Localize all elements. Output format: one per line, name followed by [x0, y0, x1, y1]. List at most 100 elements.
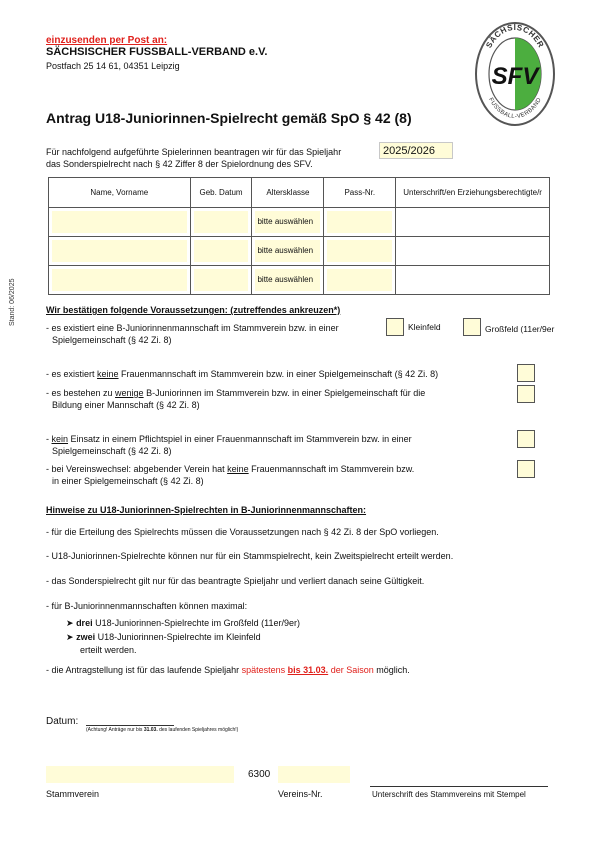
hint-bullet-2-text: U18-Juniorinnen-Spielrechte im Kleinfeld	[95, 632, 261, 642]
arrow-bullet-icon: ➤	[66, 632, 74, 642]
guardian-signature-cell	[395, 265, 550, 295]
age-class-select[interactable]: bitte auswählen	[255, 240, 321, 262]
date-note-date: 31.03.	[143, 727, 158, 733]
hint-5-post: möglich.	[373, 665, 410, 675]
hint-bullet-2-cont: erteilt werden.	[80, 645, 137, 655]
kleinfeld-label: Kleinfeld	[408, 322, 441, 332]
table-row: bitte auswählen	[48, 265, 550, 295]
condition-5-line-2: in einer Spielgemeinschaft (§ 42 Zi. 8)	[52, 476, 204, 486]
hint-5-deadline-a: spätestens	[241, 665, 288, 675]
intro-line-1: Für nachfolgend aufgeführte Spielerinnen…	[46, 147, 342, 157]
hint-5: - die Antragstellung ist für das laufend…	[46, 664, 410, 676]
pass-number-field[interactable]	[327, 211, 393, 233]
date-note-post: des laufenden Spieljahres möglich!)	[157, 727, 239, 733]
date-field[interactable]	[86, 725, 174, 726]
condition-1-line-1: - es existiert eine B-Juniorinnenmannsch…	[46, 323, 339, 333]
hint-bullet-2: ➤ zwei U18-Juniorinnen-Spielrechte im Kl…	[66, 631, 261, 643]
condition-3-pre: - es bestehen zu	[46, 388, 116, 398]
col-header-guardian-signature: Unterschrift/en Erziehungsberechtigte/r	[395, 177, 550, 208]
grossfeld-checkbox[interactable]	[463, 318, 481, 336]
col-header-name: Name, Vorname	[48, 177, 191, 208]
name-field[interactable]	[52, 211, 187, 233]
hint-5-deadline-b: der Saison	[328, 665, 374, 675]
club-number-field[interactable]	[278, 766, 350, 783]
hints-heading: Hinweise zu U18-Juniorinnen-Spielrechten…	[46, 505, 367, 515]
page-title: Antrag U18-Juniorinnen-Spielrecht gemäß …	[46, 110, 412, 126]
col-header-birthdate: Geb. Datum	[189, 177, 253, 208]
date-note: (Achtung! Anträge nur bis 31.03. des lau…	[86, 727, 238, 733]
post-label: einzusenden per Post an:	[46, 35, 168, 46]
condition-5-pre: - bei Vereinswechsel: abgebender Verein …	[46, 464, 228, 474]
club-field[interactable]	[46, 766, 234, 783]
hint-3: - das Sonderspielrecht gilt nur für das …	[46, 576, 425, 586]
hint-bullet-2-bold: zwei	[76, 632, 96, 642]
condition-3-line-2: Bildung einer Mannschaft (§ 42 Zi. 8)	[52, 400, 200, 410]
hint-bullet-1-text: U18-Juniorinnen-Spielrechte im Großfeld …	[92, 618, 300, 628]
date-note-pre: (Achtung! Anträge nur bis	[86, 727, 144, 733]
condition-5: - bei Vereinswechsel: abgebender Verein …	[46, 463, 414, 487]
few-players-checkbox[interactable]	[517, 385, 535, 403]
name-field[interactable]	[52, 240, 187, 262]
club-change-checkbox[interactable]	[517, 460, 535, 478]
player-table: Name, Vorname Geb. Datum Altersklasse Pa…	[48, 177, 550, 295]
birthdate-field[interactable]	[193, 269, 249, 291]
revision-note: Stand: 06/2025	[9, 278, 16, 327]
signature-field[interactable]	[370, 786, 548, 787]
hint-1: - für die Erteilung des Spielrechts müss…	[46, 527, 439, 537]
intro-text: Für nachfolgend aufgeführte Spielerinnen…	[46, 146, 386, 170]
condition-4-line-2: Spielgemeinschaft (§ 42 Zi. 8)	[52, 446, 172, 456]
pass-number-field[interactable]	[327, 269, 393, 291]
condition-2: - es existiert keine Frauenmannschaft im…	[46, 368, 438, 380]
col-header-age-class: Altersklasse	[251, 177, 325, 208]
condition-4-emphasis: kein	[51, 434, 69, 444]
intro-line-2: das Sonderspielrecht nach § 42 Ziffer 8 …	[46, 159, 313, 169]
date-label: Datum:	[46, 716, 79, 727]
condition-5-post: Frauenmannschaft im Stammverein bzw.	[248, 464, 415, 474]
condition-3-emphasis: wenige	[115, 388, 144, 398]
conditions-heading: Wir bestätigen folgende Voraussetzungen:…	[46, 305, 341, 315]
hint-5-deadline-date: bis 31.03.	[287, 665, 329, 675]
birthdate-field[interactable]	[193, 211, 249, 233]
condition-4-post: Einsatz in einem Pflichtspiel in einer F…	[68, 434, 412, 444]
org-address: Postfach 25 14 61, 04351 Leipzig	[46, 61, 180, 71]
condition-2-pre: - es existiert	[46, 369, 98, 379]
hint-2: - U18-Juniorinnen-Spielrechte können nur…	[46, 551, 454, 561]
table-row: bitte auswählen	[48, 207, 550, 237]
signature-label: Unterschrift des Stammvereins mit Stempe…	[372, 790, 526, 799]
hint-5-pre: - die Antragstellung ist für das laufend…	[46, 665, 242, 675]
club-number-label: Vereins-Nr.	[278, 789, 323, 799]
birthdate-field[interactable]	[193, 240, 249, 262]
condition-3-post: B-Juniorinnen im Stammverein bzw. in ein…	[143, 388, 426, 398]
condition-5-emphasis: keine	[227, 464, 249, 474]
pass-number-field[interactable]	[327, 240, 393, 262]
condition-3: - es bestehen zu wenige B-Juniorinnen im…	[46, 387, 425, 411]
condition-1: - es existiert eine B-Juniorinnenmannsch…	[46, 322, 339, 346]
season-field[interactable]: 2025/2026	[379, 142, 453, 159]
condition-2-post: Frauenmannschaft im Stammverein bzw. in …	[118, 369, 439, 379]
hint-bullet-1-bold: drei	[76, 618, 93, 628]
guardian-signature-cell	[395, 207, 550, 237]
hint-4: - für B-Juniorinnenmannschaften können m…	[46, 601, 248, 611]
no-womens-team-checkbox[interactable]	[517, 364, 535, 382]
org-name: SÄCHSISCHER FUSSBALL-VERBAND e.V.	[46, 46, 268, 58]
table-header-row: Name, Vorname Geb. Datum Altersklasse Pa…	[48, 177, 550, 208]
sfv-logo: SÄCHSISCHER FUSSBALL-VERBAND SFV	[474, 20, 556, 128]
club-number-prefix: 6300	[248, 769, 271, 780]
arrow-bullet-icon: ➤	[66, 618, 74, 628]
logo-letters: SFV	[492, 63, 541, 90]
no-league-match-checkbox[interactable]	[517, 430, 535, 448]
hint-bullet-1: ➤ drei U18-Juniorinnen-Spielrechte im Gr…	[66, 617, 300, 629]
condition-4: - kein Einsatz in einem Pflichtspiel in …	[46, 433, 412, 457]
name-field[interactable]	[52, 269, 187, 291]
condition-4-pre: -	[46, 434, 52, 444]
condition-1-line-2: Spielgemeinschaft (§ 42 Zi. 8)	[52, 335, 172, 345]
grossfeld-label: Großfeld (11er/9er	[485, 324, 555, 334]
col-header-pass-number: Pass-Nr.	[323, 177, 397, 208]
guardian-signature-cell	[395, 236, 550, 266]
table-row: bitte auswählen	[48, 236, 550, 266]
age-class-select[interactable]: bitte auswählen	[255, 211, 321, 233]
age-class-select[interactable]: bitte auswählen	[255, 269, 321, 291]
kleinfeld-checkbox[interactable]	[386, 318, 404, 336]
club-label: Stammverein	[46, 789, 100, 799]
condition-2-emphasis: keine	[97, 369, 119, 379]
